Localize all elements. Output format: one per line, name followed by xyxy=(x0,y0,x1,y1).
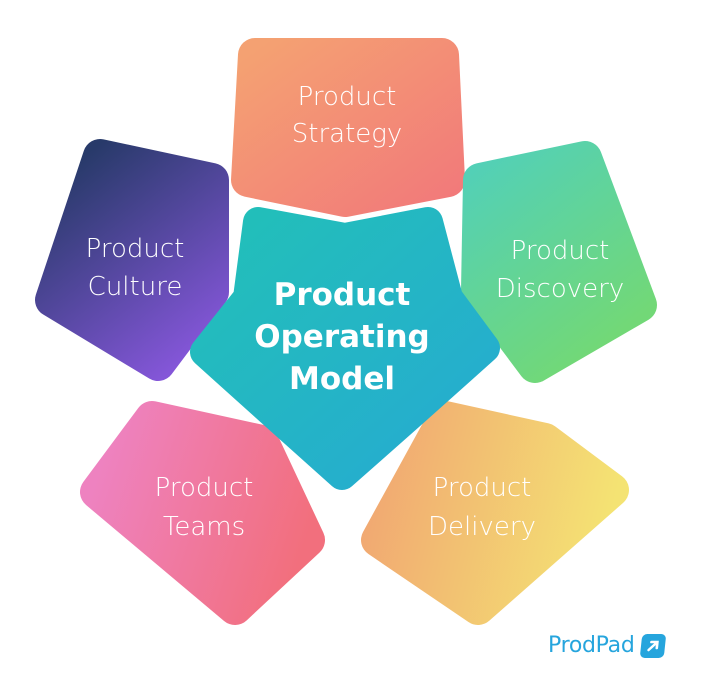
logo-text: ProdPad xyxy=(548,633,635,658)
center-star: Product Operating Model xyxy=(190,207,500,490)
segment-strategy-line2: Strategy xyxy=(292,119,403,149)
segment-discovery: Product Discovery xyxy=(461,141,657,383)
segment-delivery-line2: Delivery xyxy=(428,512,536,542)
center-line2: Operating xyxy=(254,319,429,355)
segment-teams-line2: Teams xyxy=(163,512,245,542)
center-line3: Model xyxy=(289,361,395,397)
center-line1: Product xyxy=(274,277,411,313)
segment-discovery-line2: Discovery xyxy=(496,274,624,304)
segment-delivery-line1: Product xyxy=(433,473,532,503)
segment-strategy: Product Strategy xyxy=(231,38,465,217)
segment-delivery: Product Delivery xyxy=(361,401,629,625)
segment-culture-line1: Product xyxy=(86,234,185,264)
segment-culture-line2: Culture xyxy=(88,272,183,302)
segment-teams: Product Teams xyxy=(80,401,325,625)
segment-culture: Product Culture xyxy=(35,139,229,381)
prodpad-logo: ProdPad xyxy=(548,633,666,658)
segment-strategy-line1: Product xyxy=(298,82,397,112)
segment-teams-line1: Product xyxy=(155,473,254,503)
segment-discovery-line1: Product xyxy=(511,236,610,266)
arrow-icon xyxy=(639,633,666,658)
